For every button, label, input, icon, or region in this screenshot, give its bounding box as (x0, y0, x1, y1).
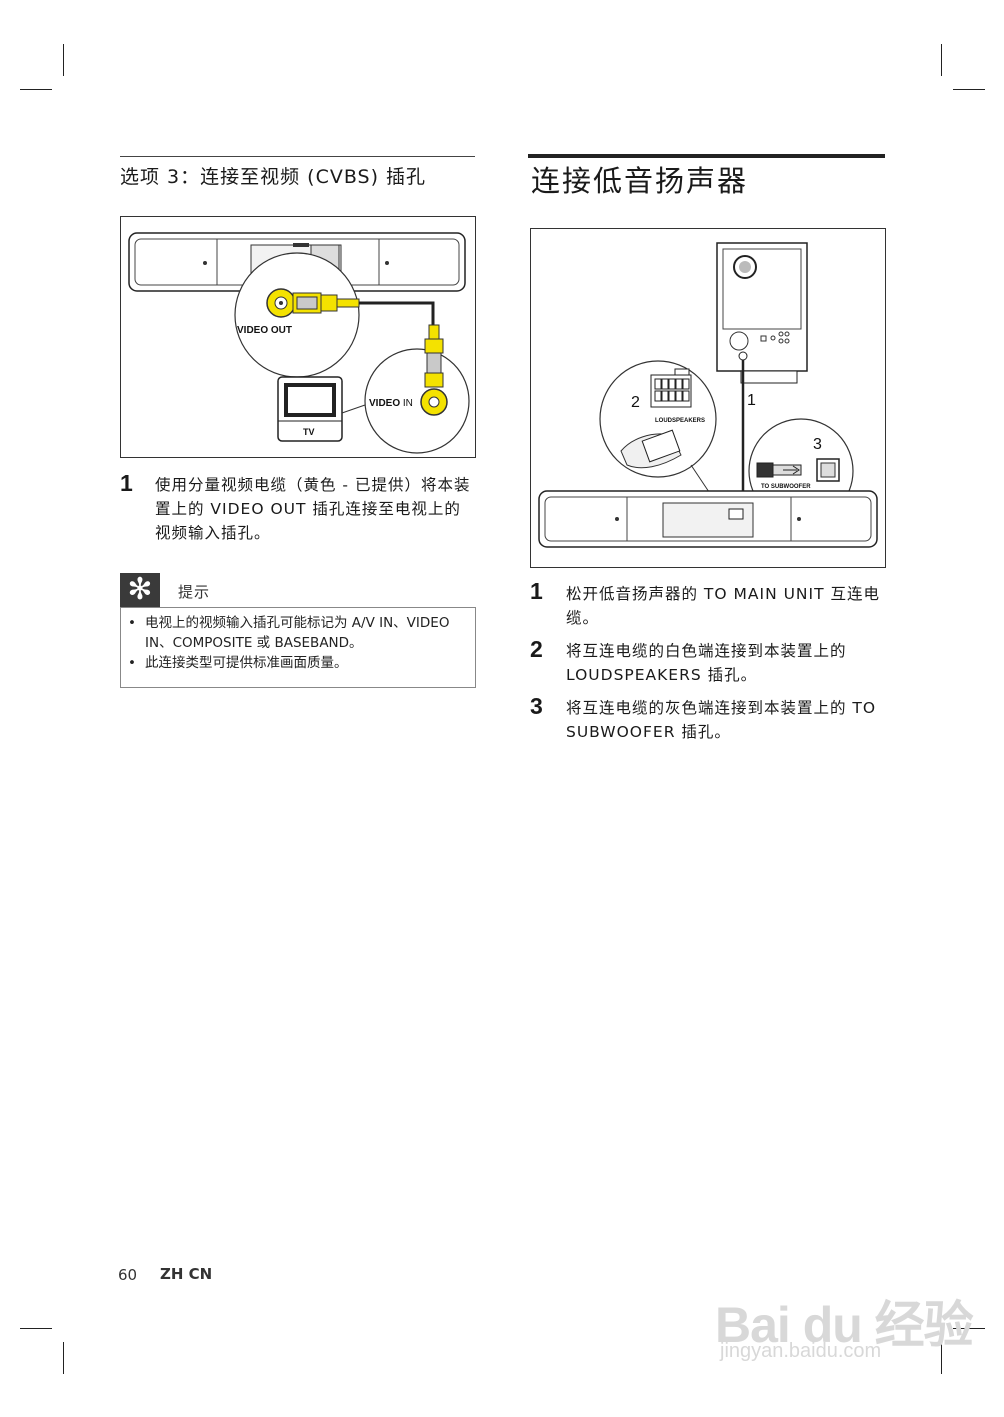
to-subwoofer-label: TO SUBWOOFER (761, 484, 811, 490)
section-rule (528, 154, 885, 158)
tip-item: 此连接类型可提供标准画面质量。 (128, 653, 468, 673)
tip-label: 提示 (178, 583, 211, 601)
svg-text:VIDEO IN: VIDEO IN (369, 398, 413, 409)
step-number: 2 (530, 636, 543, 662)
tip-list: 电视上的视频输入插孔可能标记为 A/V IN、VIDEO IN、COMPOSIT… (128, 613, 468, 673)
crop-mark (20, 1328, 52, 1329)
watermark-url: jingyan.baidu.com (720, 1340, 882, 1362)
crop-mark (953, 89, 985, 90)
crop-mark (63, 44, 64, 76)
section-title: 选项 3：连接至视频 (CVBS) 插孔 (120, 166, 427, 188)
callout-2: 2 (631, 394, 640, 411)
tip-item: 电视上的视频输入插孔可能标记为 A/V IN、VIDEO IN、COMPOSIT… (128, 613, 468, 653)
page-number: 60 (118, 1266, 138, 1284)
asterisk-icon: ✻ (120, 573, 160, 607)
step-text: 使用分量视频电缆（黄色 - 已提供）将本装置上的 VIDEO OUT 插孔连接至… (155, 476, 471, 542)
step-number: 3 (530, 693, 543, 719)
step-number: 1 (530, 578, 543, 604)
crop-mark (941, 44, 942, 76)
video-connection-figure: VIDEO OUT VIDEO IN TV (120, 216, 476, 458)
subwoofer-connection-figure: 1 2 LOUDSPEAKERS 3 TO SUBWOOFER (530, 228, 886, 568)
step-text: 将互连电缆的白色端连接到本装置上的 LOUDSPEAKERS 插孔。 (566, 642, 847, 684)
tip-box (120, 607, 476, 688)
step-text: 松开低音扬声器的 TO MAIN UNIT 互连电缆。 (566, 585, 880, 627)
video-out-label: VIDEO OUT (237, 325, 292, 336)
tv-label: TV (303, 427, 315, 437)
section-rule (120, 156, 475, 157)
step-text: 将互连电缆的灰色端连接到本装置上的 TO SUBWOOFER 插孔。 (566, 699, 877, 741)
loudspeakers-label: LOUDSPEAKERS (655, 418, 705, 424)
section-title: 连接低音扬声器 (531, 164, 749, 198)
callout-3: 3 (813, 436, 822, 453)
video-in-label: VIDEO (369, 398, 400, 409)
step-number: 1 (120, 470, 133, 496)
crop-mark (941, 1342, 942, 1374)
crop-mark (953, 1328, 985, 1329)
language-code: ZH CN (160, 1265, 213, 1283)
video-in-label-suffix: IN (400, 398, 413, 409)
crop-mark (63, 1342, 64, 1374)
crop-mark (20, 89, 52, 90)
callout-1: 1 (747, 392, 756, 409)
watermark-logo: Bai du 经验 (715, 1297, 974, 1353)
